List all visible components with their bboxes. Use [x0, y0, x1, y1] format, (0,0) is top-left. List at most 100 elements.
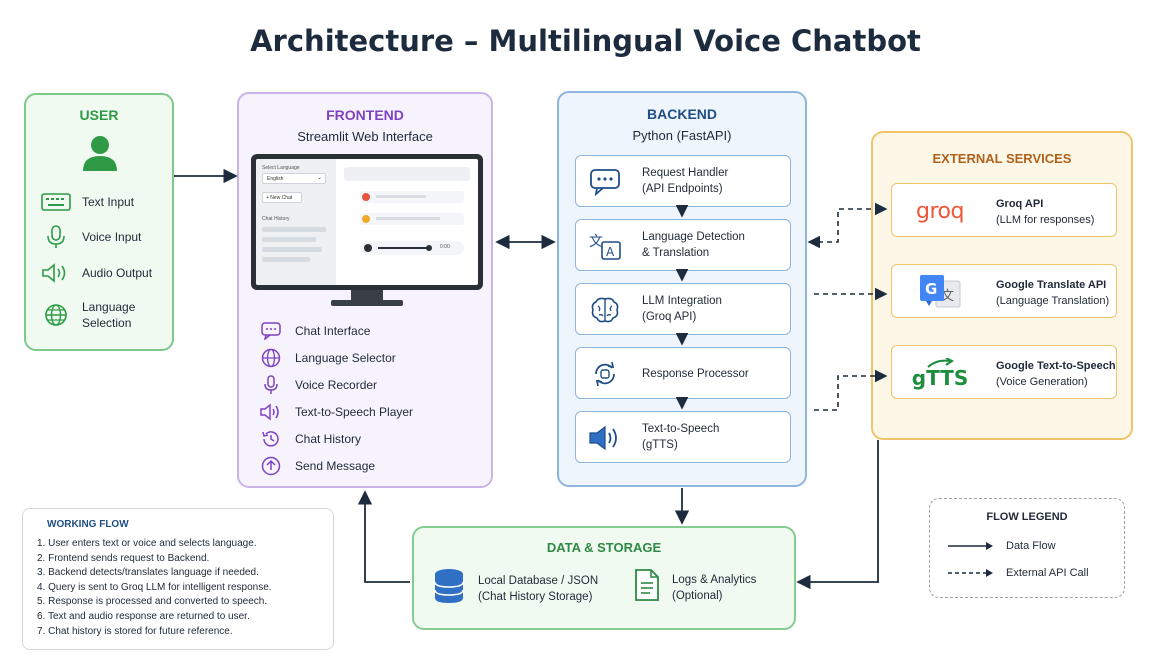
storage-line2: (Chat History Storage)	[478, 590, 593, 603]
working-flow-steps: 1. User enters text or voice and selects…	[37, 537, 272, 639]
solid-arrow-icon	[948, 542, 993, 550]
google-translate-logo: 文 G G文	[902, 273, 978, 311]
chat-bubble-icon	[259, 321, 283, 341]
working-flow-step: 3. Backend detects/translates language i…	[37, 567, 259, 579]
mockup-select-language-label: Select Language	[262, 165, 300, 171]
user-item-label: Audio Output	[82, 266, 153, 280]
frontend-item-label: Send Message	[295, 459, 376, 473]
service-name: Google Translate API	[996, 279, 1107, 291]
svg-text:文: 文	[941, 289, 954, 304]
gtts-logo: gTTS	[902, 354, 978, 392]
storage-line2: (Optional)	[672, 589, 723, 602]
svg-text:G: G	[925, 280, 937, 298]
backend-panel: BACKEND Python (FastAPI) Request Handler…	[557, 91, 807, 487]
monitor-base	[331, 300, 403, 306]
monitor-neck	[351, 290, 383, 300]
user-item-text-input: Text Input	[40, 191, 134, 213]
frontend-item-tts-player: Text-to-Speech Player	[259, 402, 413, 422]
user-item-audio-output: Audio Output	[40, 262, 152, 284]
frontend-item-label: Language Selector	[295, 351, 396, 365]
module-line2: & Translation	[642, 247, 710, 259]
service-desc: (Voice Generation)	[996, 376, 1088, 388]
frontend-heading: FRONTEND	[326, 107, 404, 123]
connector-external-storage	[796, 440, 879, 590]
frontend-item-voice-recorder: Voice Recorder	[259, 375, 377, 395]
module-line2: (API Endpoints)	[642, 183, 723, 195]
module-line1: Request Handler	[642, 167, 729, 179]
play-icon	[364, 244, 372, 252]
volume-icon	[588, 423, 622, 453]
globe-icon	[40, 304, 72, 326]
legend-label: External API Call	[1006, 567, 1089, 579]
frontend-item-label: Text-to-Speech Player	[295, 405, 414, 419]
microphone-icon	[40, 225, 72, 248]
keyboard-icon	[40, 191, 72, 213]
mockup-header-bar	[344, 167, 470, 181]
frontend-panel: FRONTEND Streamlit Web Interface Select …	[237, 92, 493, 488]
database-icon	[432, 568, 466, 609]
frontend-item-chat-history: Chat History	[259, 429, 361, 449]
working-flow-heading: WORKING FLOW	[47, 519, 129, 530]
backend-module-request-handler: Request Handler (API Endpoints)	[575, 155, 791, 207]
module-line1: Response Processor	[642, 368, 749, 380]
frontend-item-chat-interface: Chat Interface	[259, 321, 370, 341]
backend-module-llm-integration: LLM Integration (Groq API)	[575, 283, 791, 335]
frontend-item-label: Voice Recorder	[295, 378, 378, 392]
service-groq: groq Groq API(LLM for responses)	[891, 183, 1117, 237]
frontend-item-label: Chat Interface	[295, 324, 371, 338]
module-line2: (Groq API)	[642, 311, 697, 323]
storage-heading: DATA & STORAGE	[546, 540, 662, 555]
svg-text:A: A	[606, 245, 615, 259]
microphone-icon	[259, 375, 283, 395]
user-avatar-icon	[80, 133, 120, 173]
globe-icon	[259, 348, 283, 368]
speaker-icon	[259, 402, 283, 422]
module-line1: LLM Integration	[642, 295, 722, 307]
mockup-new-chat-button: + New Chat	[262, 192, 302, 203]
process-cycle-icon	[588, 359, 622, 389]
mockup-sidebar: Select Language English ⌄ + New Chat Cha…	[256, 159, 336, 285]
legend-external-call: External API Call	[948, 567, 1089, 579]
storage-line1: Local Database / JSON	[478, 574, 599, 587]
service-desc: (LLM for responses)	[996, 214, 1095, 226]
user-panel: USER Text Input Voice Input Audio Output…	[24, 93, 174, 351]
backend-heading: BACKEND	[647, 106, 717, 122]
frontend-item-label: Chat History	[295, 432, 362, 446]
upload-arrow-icon	[259, 456, 283, 476]
mockup-chat-row	[360, 191, 464, 203]
user-item-voice-input: Voice Input	[40, 225, 142, 248]
backend-subtitle: Python (FastAPI)	[632, 128, 732, 143]
frontend-item-send-message: Send Message	[259, 456, 375, 476]
monitor-mockup: Select Language English ⌄ + New Chat Cha…	[251, 154, 483, 310]
mockup-language-value: English	[267, 176, 284, 182]
user-item-label: Voice Input	[82, 230, 142, 244]
working-flow-step: 2. Frontend sends request to Backend.	[37, 552, 210, 564]
service-desc: (Language Translation)	[996, 295, 1110, 307]
legend-label: Data Flow	[1006, 540, 1056, 552]
working-flow-box: WORKING FLOW 1. User enters text or voic…	[22, 508, 334, 650]
user-item-label: Language Selection	[82, 300, 136, 330]
working-flow-step: 4. Query is sent to Groq LLM for intelli…	[37, 581, 272, 593]
svg-text:文: 文	[589, 234, 603, 250]
history-icon	[259, 429, 283, 449]
module-line1: Text-to-Speech	[642, 423, 720, 435]
module-line2: (gTTS)	[642, 439, 678, 451]
speaker-icon	[40, 262, 72, 284]
user-heading: USER	[79, 107, 119, 123]
working-flow-step: 1. User enters text or voice and selects…	[37, 538, 257, 549]
frontend-subtitle: Streamlit Web Interface	[297, 129, 433, 144]
google-translate-icon: 文 G	[920, 275, 961, 308]
storage-line1: Logs & Analytics	[672, 573, 757, 586]
gtts-logo-text: gTTS	[911, 366, 969, 390]
user-item-language-selection: Language Selection	[40, 299, 135, 331]
frontend-item-language-selector: Language Selector	[259, 348, 396, 368]
user-item-label: Text Input	[82, 195, 135, 209]
external-services-panel: EXTERNAL SERVICES groq Groq API(LLM for …	[871, 131, 1133, 440]
service-name: Google Text-to-Speech	[996, 360, 1116, 372]
connector-storage-frontend	[357, 490, 410, 583]
legend-data-flow: Data Flow	[948, 540, 1056, 552]
storage-item-logs-analytics: Logs & Analytics (Optional)	[634, 568, 756, 607]
service-gtts: gTTS Google Text-to-Speech (Voice Generat…	[891, 345, 1117, 399]
flow-legend: FLOW LEGEND Data Flow External API Call	[929, 498, 1125, 598]
chevron-down-icon: ⌄	[316, 175, 322, 181]
